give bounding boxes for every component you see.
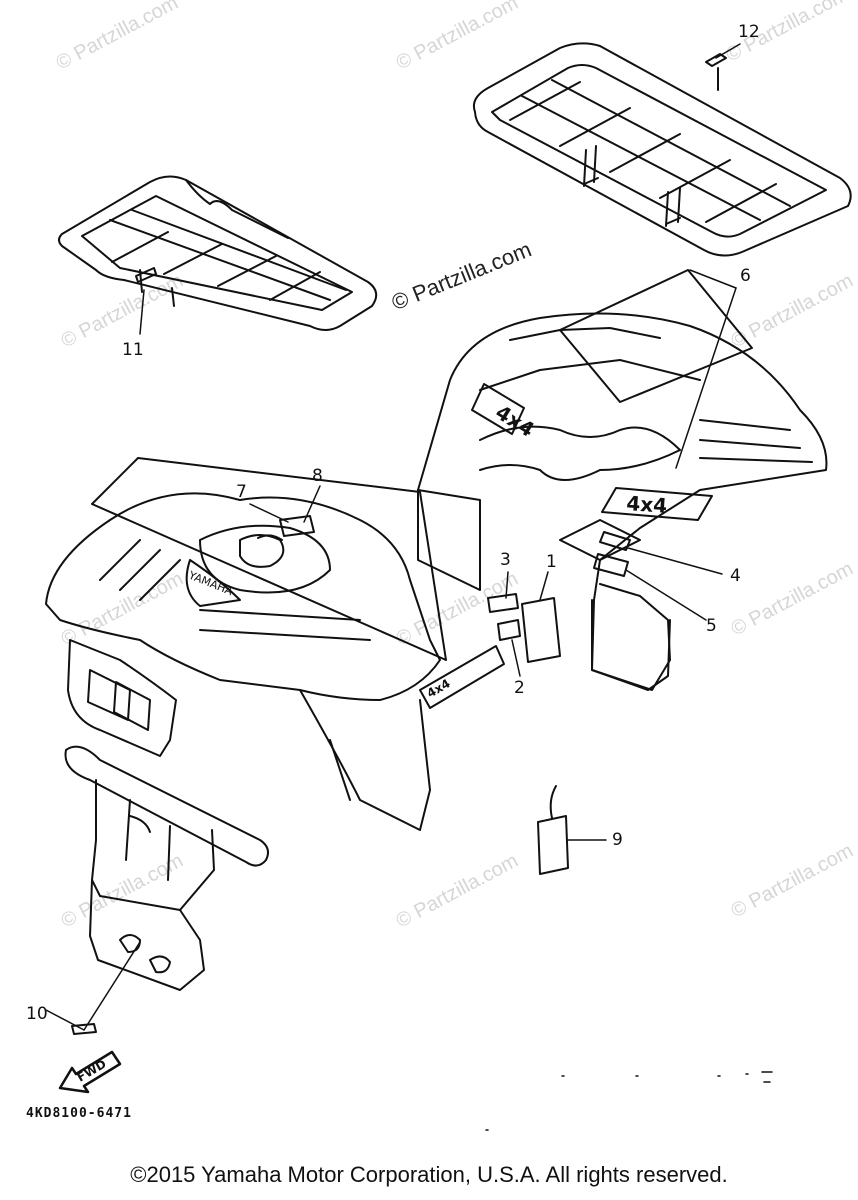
callout-5: 5 bbox=[706, 616, 717, 636]
decal-3 bbox=[487, 593, 519, 613]
decal-6 bbox=[559, 269, 753, 403]
callout-3: 3 bbox=[500, 550, 511, 570]
callout-1: 1 bbox=[546, 552, 557, 572]
label-11 bbox=[135, 267, 157, 283]
front-carrier bbox=[58, 175, 378, 331]
callout-8: 8 bbox=[312, 466, 323, 486]
specks bbox=[485, 1071, 773, 1131]
callout-2: 2 bbox=[514, 678, 525, 698]
callout-7: 7 bbox=[236, 482, 247, 502]
decal-8 bbox=[91, 457, 447, 661]
front-guard bbox=[64, 745, 269, 991]
decal-5 bbox=[593, 553, 629, 577]
rear-fender bbox=[417, 312, 828, 691]
callout-4: 4 bbox=[730, 566, 741, 586]
rear-carrier bbox=[472, 42, 852, 257]
decal-4x4-text: 4x4 bbox=[626, 491, 668, 518]
copyright-notice: ©2015 Yamaha Motor Corporation, U.S.A. A… bbox=[130, 1162, 728, 1187]
decal-2 bbox=[497, 619, 521, 641]
decal-8-badge bbox=[419, 645, 505, 709]
part-code: 4KD8100-6471 bbox=[26, 1106, 132, 1121]
parts-diagram: 4x4 4x4 YAMAHA 4x4 bbox=[45, 42, 852, 1131]
callout-10: 10 bbox=[26, 1004, 48, 1024]
callout-6: 6 bbox=[740, 266, 751, 286]
callout-12: 12 bbox=[738, 22, 760, 42]
decal-4 bbox=[599, 531, 631, 551]
front-fender bbox=[45, 492, 441, 831]
tag-string bbox=[549, 785, 557, 819]
fwd-arrow-icon bbox=[58, 1050, 122, 1094]
decal-1 bbox=[521, 597, 561, 663]
decal-4x4-text: 4x4 bbox=[491, 400, 538, 442]
decal-7 bbox=[279, 515, 315, 537]
tag-9 bbox=[537, 815, 569, 875]
callout-11: 11 bbox=[122, 340, 144, 360]
leader-lines bbox=[45, 43, 741, 1031]
label-12 bbox=[705, 53, 727, 67]
callout-9: 9 bbox=[612, 830, 623, 850]
